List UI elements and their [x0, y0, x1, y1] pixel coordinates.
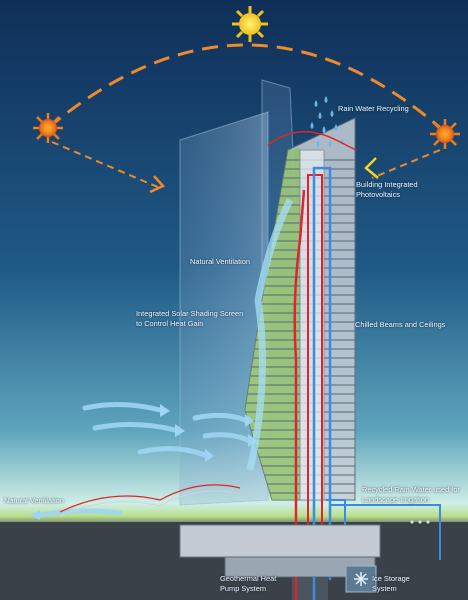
sun-icon [430, 119, 460, 149]
label-line: Ice Storage [372, 574, 410, 583]
label-ice-storage: Ice Storage System [372, 574, 410, 594]
canopy-roof-line [59, 484, 241, 513]
cool-water-pipe [312, 166, 332, 580]
label-building-integrated-pv: Building Integrated Photovoltaics [356, 180, 418, 200]
label-line: Integrated Solar Shading Screen [136, 309, 244, 318]
label-line: Building Integrated [356, 180, 418, 189]
sun-icon [232, 6, 268, 42]
sun-ray-left [51, 141, 161, 189]
podium [179, 524, 381, 558]
label-rain-water-recycling: Rain Water Recycling [338, 104, 409, 113]
hot-water-pipe [293, 189, 306, 575]
label-line: Geothermal Heat [220, 574, 277, 583]
sun-ray-right-hook [364, 157, 379, 179]
label-natural-ventilation-ground: Natural Ventilation [4, 496, 64, 505]
label-integrated-solar-shading: Integrated Solar Shading Screen to Contr… [136, 309, 243, 329]
sun-ray-right [371, 149, 441, 179]
stack-ventilation-flow [246, 198, 294, 471]
irrigation-sprinklers [410, 520, 430, 524]
wind-arrow-heads [30, 404, 257, 520]
label-line: Landscape Irrigation [362, 495, 429, 504]
snowflake-icon [354, 572, 368, 586]
sun-icon [33, 113, 63, 143]
label-natural-ventilation-tower: Natural Ventilation [190, 257, 250, 266]
irrigation-pipe [330, 504, 441, 560]
label-line: Recycled Rain Water used for [362, 485, 460, 494]
rain-drop-icon [310, 96, 344, 147]
label-line: System [372, 584, 397, 593]
wind-arrow-icon [37, 401, 251, 518]
sun-ray-left-hook [149, 175, 166, 194]
label-line: Pump System [220, 584, 267, 593]
label-geothermal: Geothermal Heat Pump System [220, 574, 276, 594]
label-line: Photovoltaics [356, 190, 400, 199]
top-air-loop [267, 131, 357, 151]
label-line: to Control Heat Gain [136, 319, 204, 328]
label-chilled-beams: Chilled Beams and Ceilings [355, 320, 446, 329]
geothermal-well [292, 577, 328, 600]
label-recycled-rain-water: Recycled Rain Water used for Landscape I… [362, 485, 460, 505]
building-core [299, 149, 325, 501]
canopy-roof-line-2 [59, 490, 241, 517]
